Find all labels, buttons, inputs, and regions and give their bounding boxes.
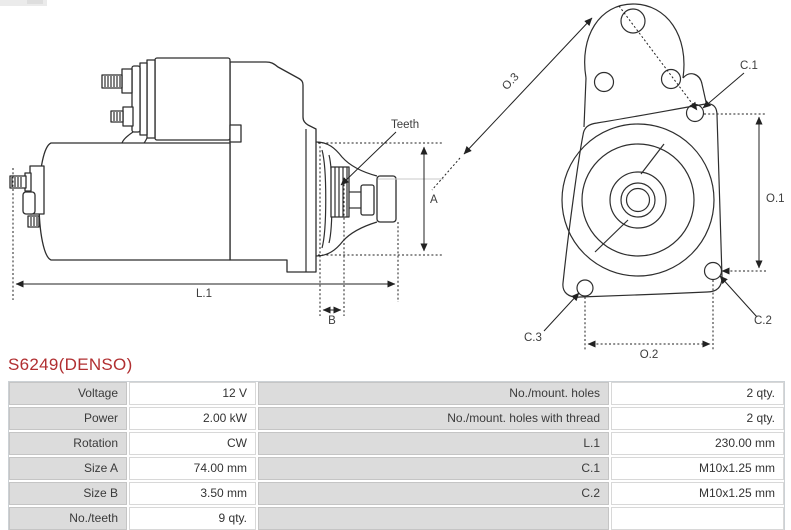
spec-value: CW [129,432,256,455]
spec-label [258,507,609,530]
side-view-dimensions: L.1 B A Teeth [12,119,444,327]
dim-label-a: A [430,194,438,206]
lobe-hole-left [593,71,615,93]
teeth-label: Teeth [391,119,419,131]
spec-value: 3.50 mm [129,482,256,505]
spec-value: M10x1.25 mm [611,457,784,480]
dim-label-c3: C.3 [524,332,542,344]
dim-label-o2: O.2 [640,349,659,361]
drive-end-bell [315,141,397,257]
spec-label: No./teeth [9,507,127,530]
spec-label: Size B [9,482,127,505]
spec-value: 74.00 mm [129,457,256,480]
dim-line-o3 [463,17,593,155]
spec-label: No./mount. holes [258,382,609,405]
top-mount-hole [620,8,646,34]
spec-label: Power [9,407,127,430]
dim-label-b: B [328,315,336,327]
battery-terminal [9,165,45,228]
terminal-thread-hatch [11,177,22,187]
dim-label-c2: C.2 [754,315,772,327]
spec-value: 9 qty. [129,507,256,530]
product-title: S6249(DENSO) [8,355,133,374]
shaft-end-cap [360,184,375,216]
spec-value: 2 qty. [611,382,784,405]
spec-value: 2 qty. [611,407,784,430]
spec-value [611,507,784,530]
pinion-teeth [330,166,350,218]
dim-label-o1: O.1 [766,193,785,205]
spec-label: L.1 [258,432,609,455]
spec-value: 230.00 mm [611,432,784,455]
mounting-flange [562,103,723,298]
lobe-hole-right [660,68,682,90]
solenoid [101,57,242,144]
stud-thread-hatch [30,217,38,226]
drive-housing [229,61,317,273]
spec-table: Voltage 12 V No./mount. holes 2 qty. Pow… [8,381,785,530]
c2-leader-line [719,275,758,318]
watermark-fragment [0,0,47,6]
bearing-boss-circles [561,123,715,277]
spec-label: Size A [9,457,127,480]
nose-boss [376,175,397,223]
spec-label: Voltage [9,382,127,405]
teeth-leader-line [340,131,397,186]
side-view-drawing: L.1 B A Teeth [9,57,444,327]
front-view-drawing: O.3 C.1 O.1 C.2 C.3 O.2 [431,3,785,361]
spec-value: 2.00 kW [129,407,256,430]
dim-label-l1: L.1 [196,288,212,300]
motor-body [38,142,231,261]
hole-c3 [576,279,594,297]
c3-leader-line [543,292,580,332]
dim-label-c1: C.1 [740,60,758,72]
mounting-holes [576,103,723,297]
c1-leader-line [702,72,745,109]
spec-label: C.1 [258,457,609,480]
spec-value: 12 V [129,382,256,405]
solenoid-stud-hatch-upper [104,76,121,87]
front-view-dimensions: O.3 C.1 O.1 C.2 C.3 O.2 [431,5,785,361]
spec-label: C.2 [258,482,609,505]
spec-value: M10x1.25 mm [611,482,784,505]
solenoid-stud-hatch-lower [113,112,121,121]
dim-label-o3: O.3 [500,71,522,93]
spec-label: Rotation [9,432,127,455]
hole-c2 [703,261,723,281]
spec-label: No./mount. holes with thread [258,407,609,430]
